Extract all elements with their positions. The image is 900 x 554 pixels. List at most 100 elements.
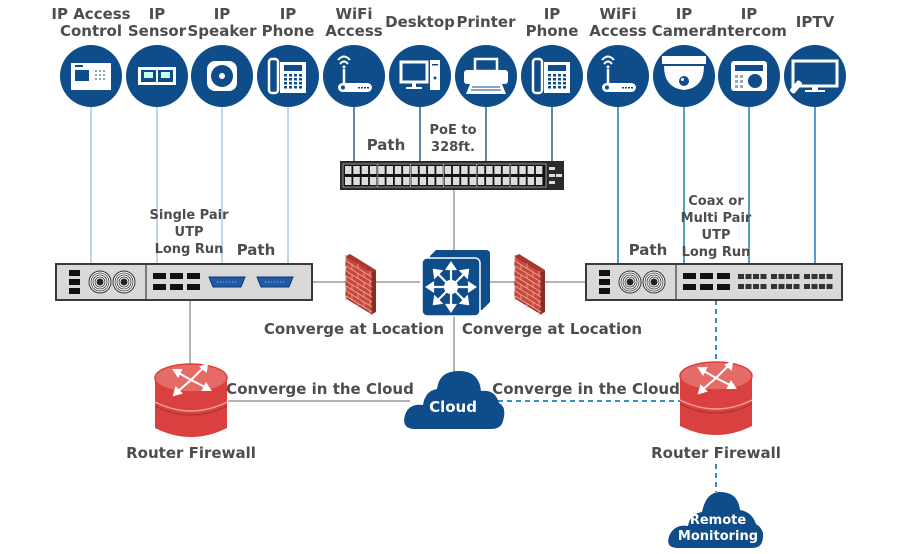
desk-phone-icon xyxy=(267,57,306,95)
firewall-wall-left-icon xyxy=(345,254,376,316)
router-firewall-right-icon[interactable] xyxy=(679,360,753,435)
device-label-line2: Intercom xyxy=(711,22,787,40)
poe-port xyxy=(411,166,418,174)
remote-monitoring-cloud-icon[interactable] xyxy=(668,492,764,548)
coax-label-1: Coax or xyxy=(688,194,744,209)
rj45-port xyxy=(826,284,833,289)
rj45-port xyxy=(819,284,825,289)
device-label-line2: Camera xyxy=(651,22,717,40)
poe-port xyxy=(494,166,501,174)
rj45-port xyxy=(804,274,810,279)
device-ip-phone-1[interactable] xyxy=(257,45,319,107)
printer-icon xyxy=(464,57,508,94)
rj45-port xyxy=(778,274,785,279)
poe-switch[interactable] xyxy=(340,161,564,190)
router-firewall-left-icon[interactable] xyxy=(154,362,228,437)
device-printer[interactable] xyxy=(455,45,517,107)
poe-port xyxy=(369,177,377,185)
device-icons xyxy=(60,45,846,107)
poe-port xyxy=(502,177,510,185)
poe-port xyxy=(535,166,543,174)
router-firewall-left-label: Router Firewall xyxy=(126,444,256,462)
rj45-port xyxy=(811,274,818,279)
path-label-right: Path xyxy=(628,241,668,259)
poe-port xyxy=(378,166,385,174)
rj45-port xyxy=(738,284,744,289)
device-ip-access-control[interactable] xyxy=(60,45,122,107)
single-pair-label-2: UTP xyxy=(174,225,204,240)
coax-label-3: UTP xyxy=(701,228,731,243)
device-ip-intercom[interactable] xyxy=(718,45,780,107)
poe-port xyxy=(502,166,510,174)
access-control-panel-icon xyxy=(71,63,111,90)
device-ip-speaker[interactable] xyxy=(191,45,253,107)
desk-phone-icon xyxy=(531,57,570,95)
router-firewall-right-label: Router Firewall xyxy=(651,444,781,462)
left-extender-switch[interactable] xyxy=(55,263,313,301)
firewall-wall-right-icon xyxy=(514,254,545,316)
poe-port xyxy=(394,166,402,174)
path-label-top: Path xyxy=(366,136,406,154)
right-extender-switch[interactable] xyxy=(585,263,843,301)
poe-port xyxy=(477,166,485,174)
device-label-desktop: Desktop xyxy=(385,14,455,31)
poe-port xyxy=(527,166,535,174)
device-iptv[interactable] xyxy=(784,45,846,107)
device-label-line1: WiFi xyxy=(335,5,373,23)
poe-port xyxy=(444,166,452,174)
poe-port xyxy=(461,177,468,185)
poe-port xyxy=(527,177,535,185)
path-label-left: Path xyxy=(236,241,276,259)
rj45-port xyxy=(804,284,810,289)
device-ip-sensor[interactable] xyxy=(126,45,188,107)
cloud-label: Cloud xyxy=(429,398,477,416)
device-label-iptv: IPTV xyxy=(796,14,834,31)
poe-port xyxy=(436,166,443,174)
device-label-line2: Phone xyxy=(525,22,579,40)
device-ip-camera[interactable] xyxy=(653,45,715,107)
device-wifi-access-2[interactable] xyxy=(587,45,649,107)
device-label-line2: Access xyxy=(589,22,647,40)
converge-cloud-right-label: Converge in the Cloud xyxy=(492,380,680,398)
core-switch-icon[interactable] xyxy=(421,250,490,317)
coax-label-2: Multi Pair xyxy=(680,211,752,226)
rj45-port xyxy=(826,274,833,279)
poe-port xyxy=(511,166,518,174)
device-label-line2: Access xyxy=(325,22,383,40)
device-label-line2: Printer xyxy=(456,13,516,31)
poe-port xyxy=(361,177,369,185)
poe-port xyxy=(486,166,493,174)
single-pair-label-3: Long Run xyxy=(154,242,224,257)
device-ip-phone-2[interactable] xyxy=(521,45,583,107)
converge-location-right-label: Converge at Location xyxy=(461,320,643,338)
device-label-line2: Sensor xyxy=(127,22,187,40)
device-desktop[interactable] xyxy=(389,45,451,107)
rj45-port xyxy=(778,284,785,289)
rj45-port xyxy=(753,284,759,289)
router-arrows-icon xyxy=(172,362,212,397)
sensor-jack-icon xyxy=(138,67,176,85)
device-label-line1: IP Access xyxy=(51,5,131,23)
poe-port xyxy=(535,177,543,185)
cloud-icon[interactable] xyxy=(404,371,505,429)
device-label-line1: IP xyxy=(213,5,231,23)
device-wifi-access-1[interactable] xyxy=(323,45,385,107)
rj45-port xyxy=(811,284,818,289)
device-label-line1: WiFi xyxy=(599,5,637,23)
poe-port xyxy=(519,166,526,174)
poe-port xyxy=(461,166,468,174)
poe-port xyxy=(386,166,393,174)
rj45-port xyxy=(786,284,792,289)
poe-port xyxy=(477,177,485,185)
poe-port xyxy=(511,177,518,185)
poe-port xyxy=(419,177,427,185)
rj45-port xyxy=(753,274,759,279)
poe-port xyxy=(428,166,435,174)
